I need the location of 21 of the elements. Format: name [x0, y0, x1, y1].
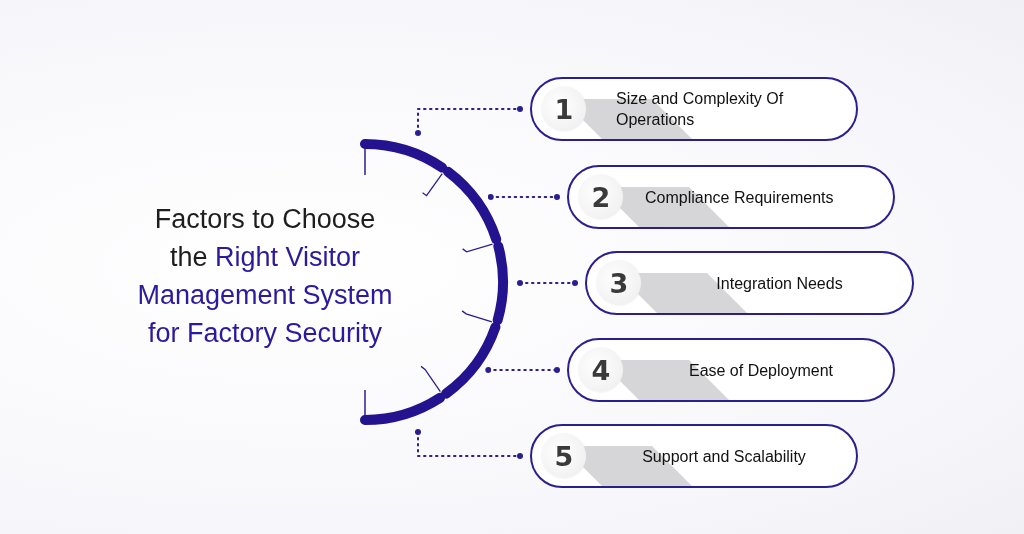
factor-pill	[530, 424, 858, 488]
factor-text: Size and Complexity Of Operations	[616, 89, 785, 130]
dotted-connector	[415, 106, 523, 136]
step-number: 5	[542, 434, 586, 478]
step-number: 4	[579, 348, 623, 392]
step-number: 1	[542, 87, 586, 131]
factor-text: Support and Scalability	[642, 446, 806, 467]
factor-pill	[567, 165, 895, 229]
dotted-connector	[485, 367, 560, 373]
dotted-connector	[517, 280, 578, 286]
title: Factors to Choose the Right Visitor Management System for Factory Security	[136, 203, 394, 350]
step-number: 2	[579, 175, 623, 219]
step-number: 3	[597, 261, 641, 305]
factor-text: Compliance Requirements	[645, 187, 834, 208]
factor-pill	[585, 251, 914, 315]
factor-text: Integration Needs	[716, 273, 843, 294]
factor-pill	[567, 338, 895, 402]
factor-text: Ease of Deployment	[688, 360, 834, 381]
dotted-connector	[487, 194, 560, 200]
dotted-connector	[415, 429, 523, 459]
factor-pill	[530, 77, 858, 141]
